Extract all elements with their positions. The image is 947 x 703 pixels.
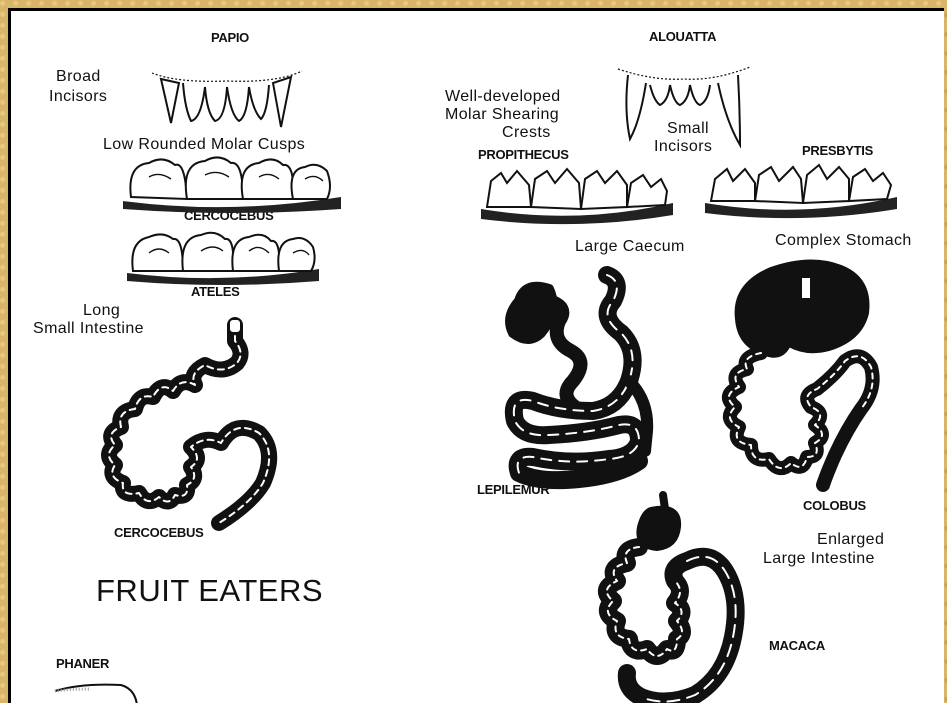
colobus-gut-drawing — [711, 249, 881, 499]
label-propithecus: PROPITHECUS — [478, 148, 569, 162]
annotation-well-developed-line2: Molar Shearing — [445, 107, 559, 124]
illustration-panel: PAPIO ALOUATTA Broad Incisors Low Rounde… — [8, 8, 944, 703]
label-presbytis: PRESBYTIS — [802, 144, 873, 158]
annotation-well-developed-line3: Crests — [502, 125, 551, 142]
ateles-molars-drawing — [123, 225, 323, 287]
cercocebus-gut-drawing — [95, 313, 285, 528]
label-colobus: COLOBUS — [803, 499, 866, 513]
macaca-gut-drawing — [591, 487, 751, 703]
annotation-large-caecum: Large Caecum — [575, 239, 685, 256]
label-ateles: ATELES — [191, 285, 240, 299]
propithecus-molars-drawing — [477, 161, 677, 227]
papio-teeth-drawing — [147, 61, 307, 133]
annotation-enlarged-large-intestine-line2: Large Intestine — [763, 551, 875, 568]
lepilemur-gut-drawing — [489, 261, 667, 491]
heading-fruit-eaters: FRUIT EATERS — [96, 575, 323, 608]
label-cercocebus-gut: CERCOCEBUS — [114, 526, 203, 540]
label-phaner: PHANER — [56, 657, 109, 671]
annotation-well-developed-line1: Well-developed — [445, 89, 561, 106]
annotation-complex-stomach: Complex Stomach — [775, 233, 912, 250]
phaner-partial-drawing — [51, 679, 141, 703]
cercocebus-molars-drawing — [119, 151, 345, 213]
presbytis-molars-drawing — [701, 157, 901, 223]
label-papio: PAPIO — [211, 31, 249, 45]
alouatta-teeth-drawing — [614, 61, 754, 151]
annotation-broad-incisors-line2: Incisors — [49, 89, 107, 106]
annotation-broad-incisors-line1: Broad — [56, 69, 101, 86]
annotation-enlarged-large-intestine-line1: Enlarged — [817, 532, 884, 549]
label-alouatta: ALOUATTA — [649, 30, 716, 44]
label-macaca: MACACA — [769, 639, 825, 653]
